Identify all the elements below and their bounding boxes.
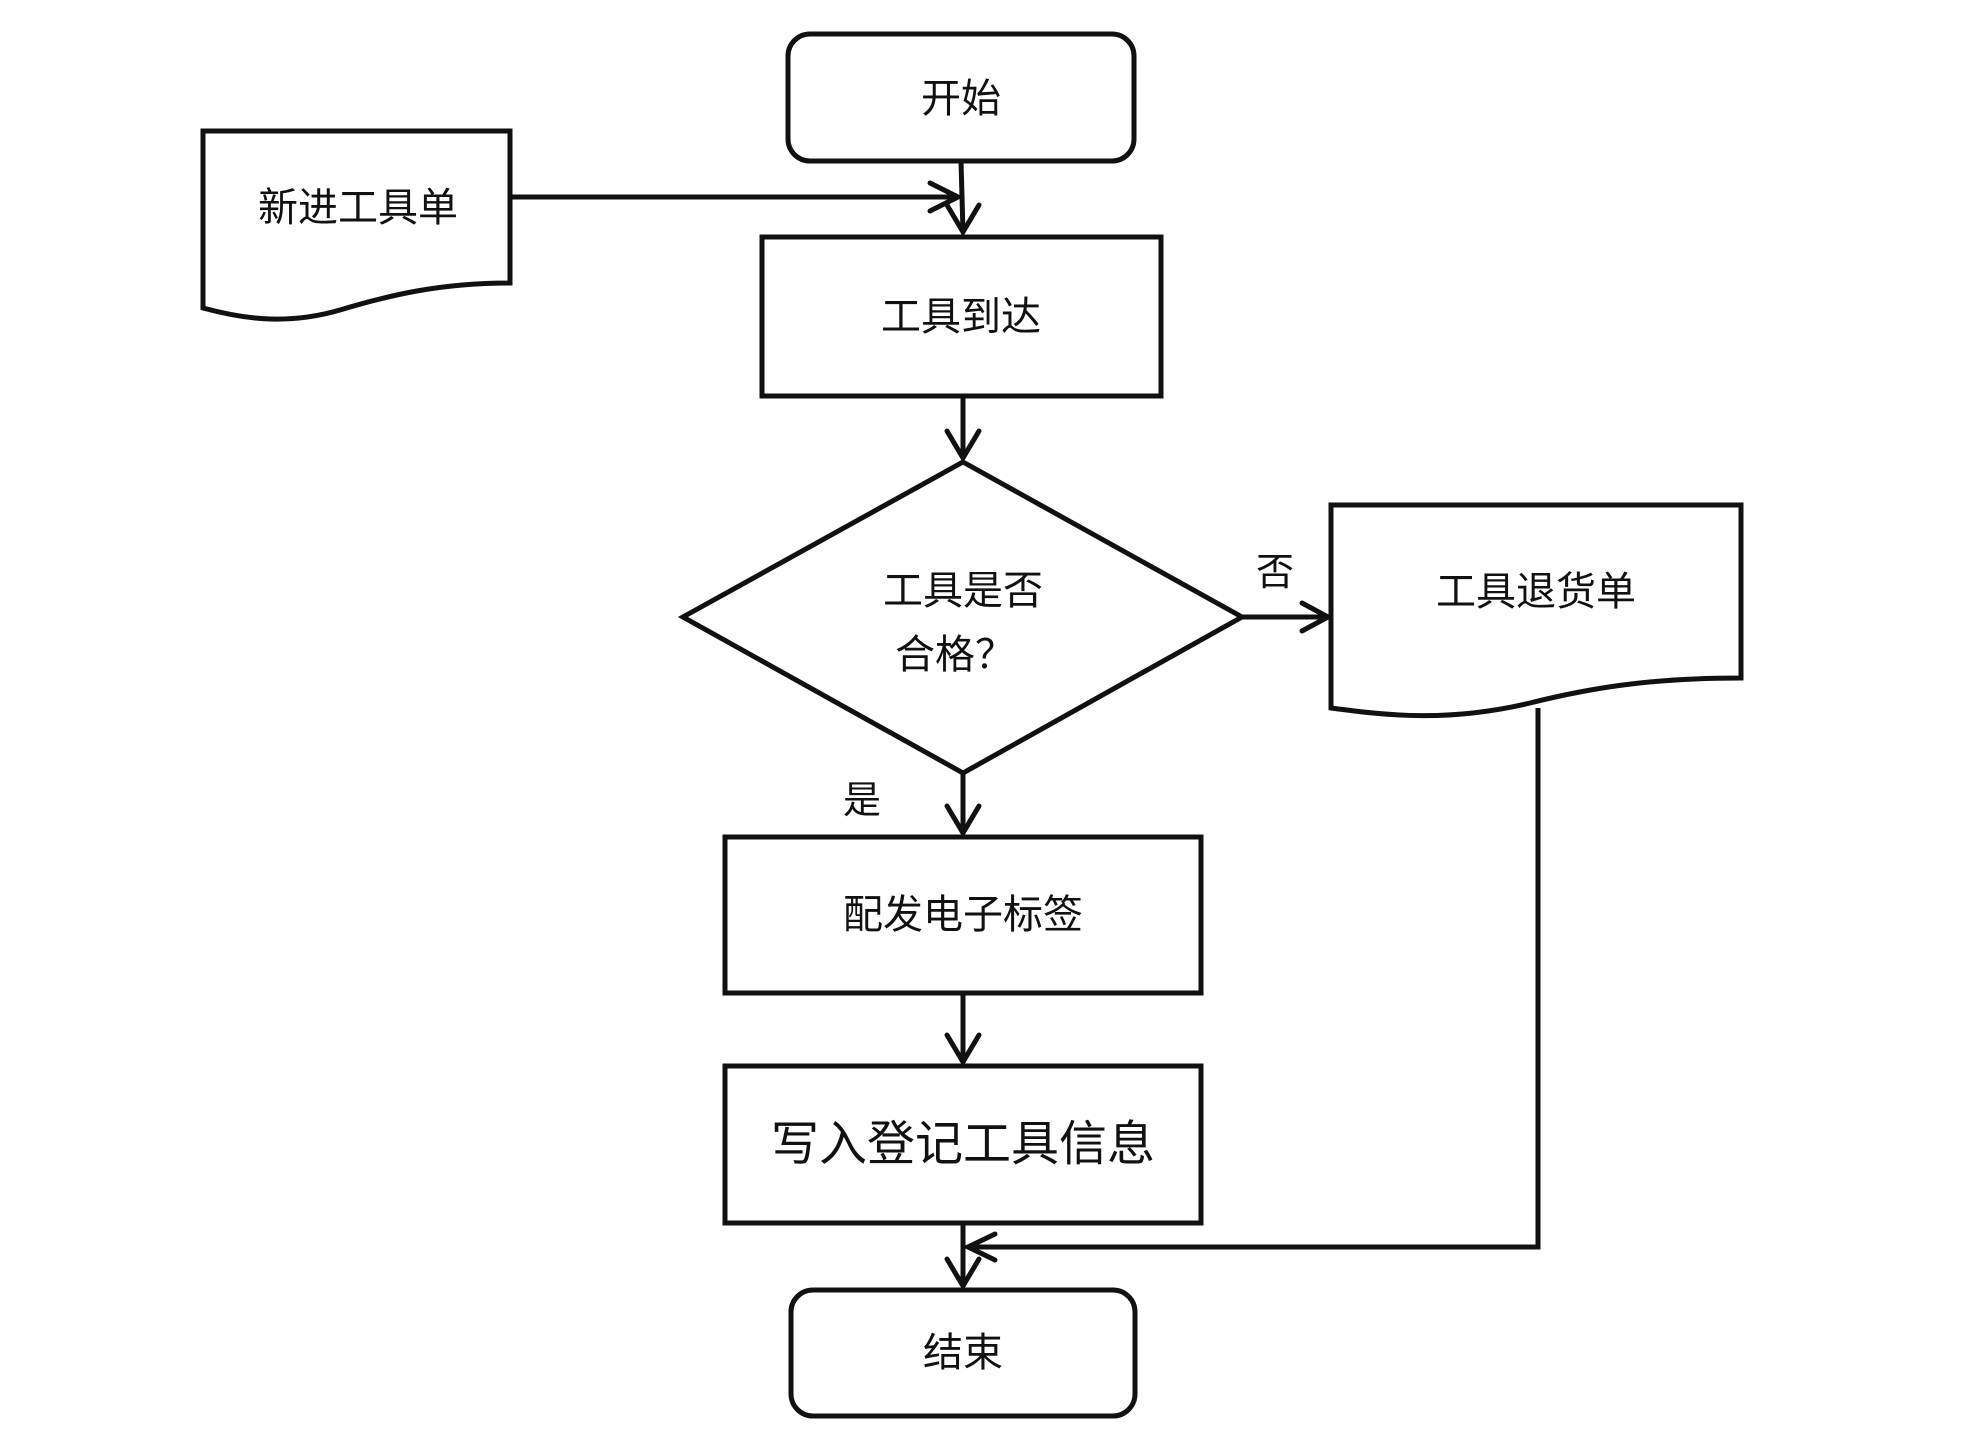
start-label: 开始 — [921, 76, 1001, 122]
end-label: 结束 — [923, 1330, 1003, 1376]
yes-label: 是 — [843, 778, 881, 822]
decision-node: 工具是否 合格？ — [677, 459, 1248, 776]
tool-arrival-node: 工具到达 — [759, 234, 1164, 399]
edge-tag-to-write — [944, 993, 982, 1067]
edge-new-form-to-arrival — [510, 180, 964, 214]
new-tool-form-node: 新进工具单 — [200, 128, 513, 322]
decision-label-line1: 工具是否 — [883, 568, 1043, 614]
issue-tag-node: 配发电子标签 — [722, 834, 1204, 996]
edge-return-to-end — [962, 708, 1541, 1263]
edge-write-to-end — [944, 1223, 982, 1291]
write-info-node: 写入登记工具信息 — [722, 1063, 1204, 1226]
tool-return-form-label: 工具退货单 — [1436, 569, 1636, 615]
tool-return-form-node: 工具退货单 — [1328, 502, 1744, 719]
edge-decision-no — [1242, 600, 1334, 634]
tool-arrival-label: 工具到达 — [881, 294, 1041, 340]
new-tool-form-label: 新进工具单 — [258, 185, 458, 231]
edge-start-to-arrival — [944, 160, 982, 237]
issue-tag-label: 配发电子标签 — [843, 892, 1083, 938]
decision-label-line2: 合格？ — [895, 632, 1015, 678]
edge-arrival-to-decision — [944, 396, 982, 463]
no-label: 否 — [1256, 550, 1294, 594]
write-info-label: 写入登记工具信息 — [771, 1116, 1155, 1172]
end-node: 结束 — [788, 1287, 1138, 1419]
start-node: 开始 — [785, 31, 1137, 164]
edge-decision-yes — [944, 773, 982, 838]
